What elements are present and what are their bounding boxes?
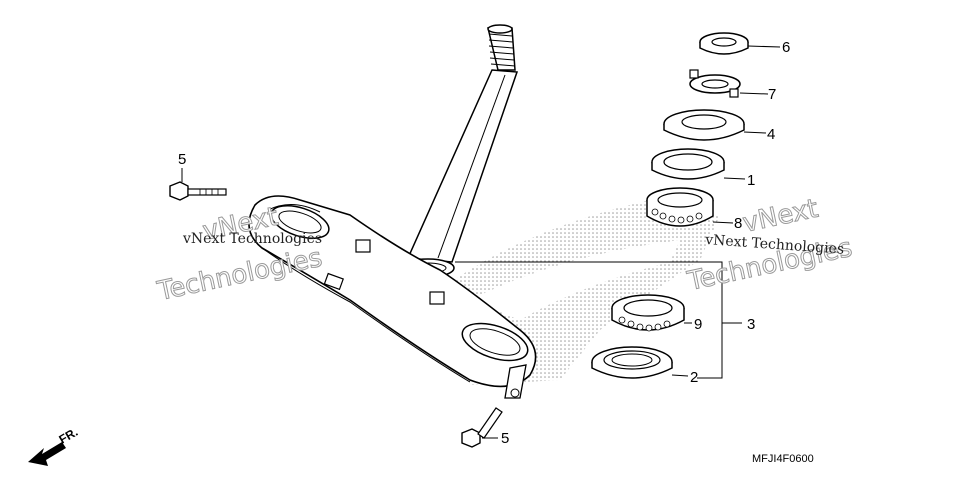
group-bracket (455, 261, 742, 379)
svg-text:Technologies: Technologies (154, 243, 325, 307)
lower-bearing (611, 294, 692, 332)
svg-text:vNext: vNext (740, 194, 821, 239)
callout-2: 2 (690, 369, 698, 386)
lock-nut (699, 32, 781, 55)
callout-6: 6 (782, 39, 790, 56)
adjusting-nut (663, 109, 767, 141)
callout-3: 3 (747, 316, 755, 333)
svg-text:vNext Technologies: vNext Technologies (182, 231, 322, 247)
callout-5-lower: 5 (501, 430, 509, 447)
bottom-bridge (248, 195, 537, 399)
steering-stem (401, 24, 519, 278)
lower-race (591, 346, 689, 379)
diagram-code: MFJI4F0600 (752, 453, 814, 465)
callout-5-upper: 5 (178, 151, 186, 168)
callout-7: 7 (768, 86, 776, 103)
bolt-lower (461, 407, 503, 448)
callout-1: 1 (747, 172, 755, 189)
callout-4: 4 (767, 126, 775, 143)
front-arrow-icon: FR. (28, 425, 80, 466)
upper-bearing (646, 187, 734, 227)
callout-8: 8 (734, 215, 742, 232)
dust-seal (651, 148, 746, 180)
lock-washer (689, 69, 769, 98)
bolt-upper (169, 168, 227, 201)
callout-9: 9 (694, 316, 702, 333)
